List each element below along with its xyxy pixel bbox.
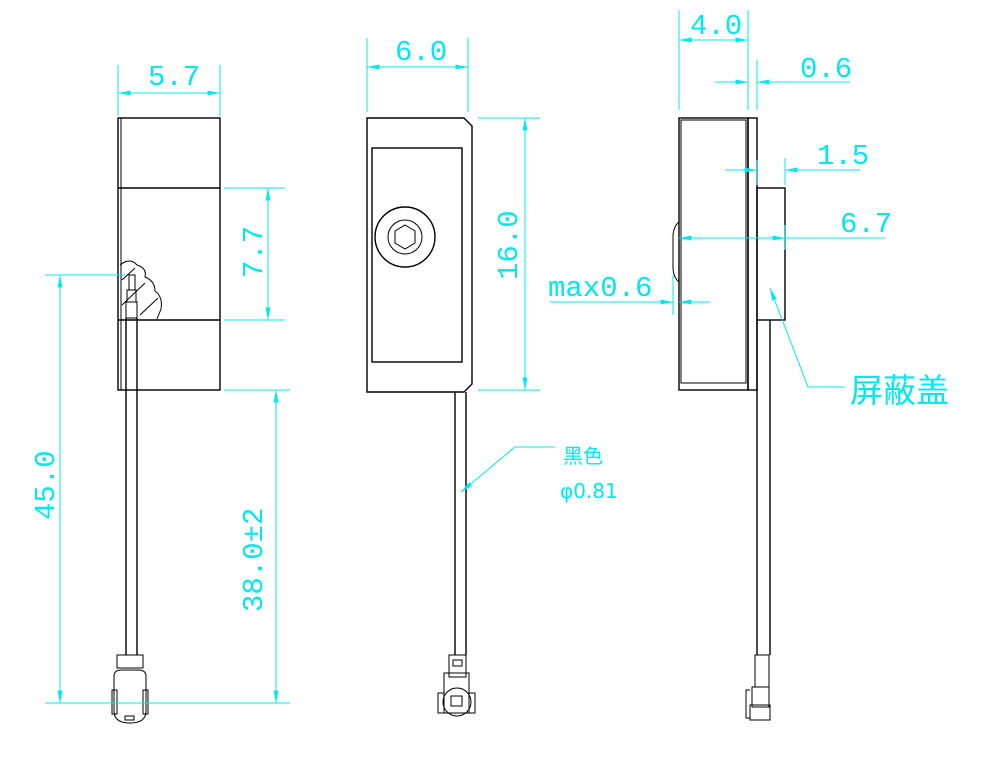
label-area — [371, 147, 463, 363]
shield-cover-label: 屏蔽盖 — [850, 371, 949, 410]
back-view: 6.0 16.0 黑色 φ0.81 — [366, 36, 618, 717]
shield-leader — [769, 287, 845, 388]
front-view: 5.7 7.7 45.0 38.0±2 — [30, 61, 290, 724]
antenna-body-side — [678, 117, 749, 391]
total-thickness-dim: 6.7 — [840, 208, 892, 241]
side-view: 4.0 0.6 1.5 6.7 max0.6 屏蔽盖 — [548, 10, 949, 721]
cover-dim: 1.5 — [817, 140, 869, 173]
height-dim-back: 16.0 — [493, 210, 526, 280]
feed-point — [374, 206, 436, 268]
plate — [747, 117, 758, 391]
width-dim-back: 6.0 — [395, 36, 447, 69]
antenna-body-back — [366, 117, 473, 393]
width-dim-front: 5.7 — [148, 61, 200, 94]
solder-joint — [119, 260, 162, 320]
thickness-dim: 4.0 — [690, 10, 742, 43]
cable-length-dim: 38.0±2 — [238, 508, 271, 612]
plate-dim: 0.6 — [800, 53, 852, 86]
bulge — [672, 221, 680, 283]
total-length-dim: 45.0 — [30, 450, 63, 520]
connector — [111, 654, 149, 724]
cable-color-label: 黑色 — [563, 444, 603, 468]
cable-diameter-label: φ0.81 — [560, 479, 618, 503]
connector-back — [437, 654, 476, 717]
shield-cover — [756, 187, 786, 321]
bulge-dim: max0.6 — [548, 272, 652, 305]
cable-leader — [460, 446, 555, 493]
connector-side — [745, 654, 771, 721]
antenna-body — [117, 117, 221, 391]
band-dim: 7.7 — [238, 226, 271, 278]
